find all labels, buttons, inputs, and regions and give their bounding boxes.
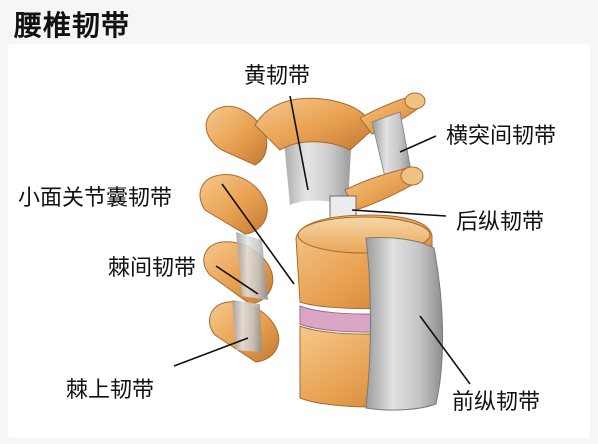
upper-process-tip xyxy=(404,92,426,110)
leader-lines xyxy=(173,95,471,385)
anterior-longitudinal-ligament-shape xyxy=(365,237,444,411)
leader-intertransverse xyxy=(399,135,437,153)
label-supraspinous-ligament: 棘上韧带 xyxy=(66,378,155,403)
label-anterior-longitudinal-ligament: 前纵韧带 xyxy=(452,390,541,415)
mid-process-tip xyxy=(400,166,424,186)
label-facet-capsule-ligament: 小面关节囊韧带 xyxy=(18,186,173,211)
upper-lamina xyxy=(254,97,373,151)
label-posterior-longitudinal-ligament: 后纵韧带 xyxy=(456,210,545,235)
upper-spinous-process xyxy=(205,105,268,166)
label-ligamentum-flavum: 黄韧带 xyxy=(244,64,311,89)
leader-interspinous xyxy=(215,265,259,295)
leader-facet-capsule xyxy=(221,183,295,285)
mid-spinous-process xyxy=(199,174,268,235)
leader-supraspinous xyxy=(173,337,249,367)
label-interspinous-ligament: 棘间韧带 xyxy=(108,256,197,281)
interspinous-ligament-shape xyxy=(236,232,268,300)
supraspinous-ligament-shape xyxy=(232,300,262,352)
leader-posterior-longitudinal xyxy=(351,209,447,217)
leader-ligamentum-flavum xyxy=(289,95,309,191)
leader-anterior-longitudinal xyxy=(419,315,471,385)
label-intertransverse-ligament: 横突间韧带 xyxy=(446,124,557,149)
page-title: 腰椎韧带 xyxy=(14,9,131,42)
